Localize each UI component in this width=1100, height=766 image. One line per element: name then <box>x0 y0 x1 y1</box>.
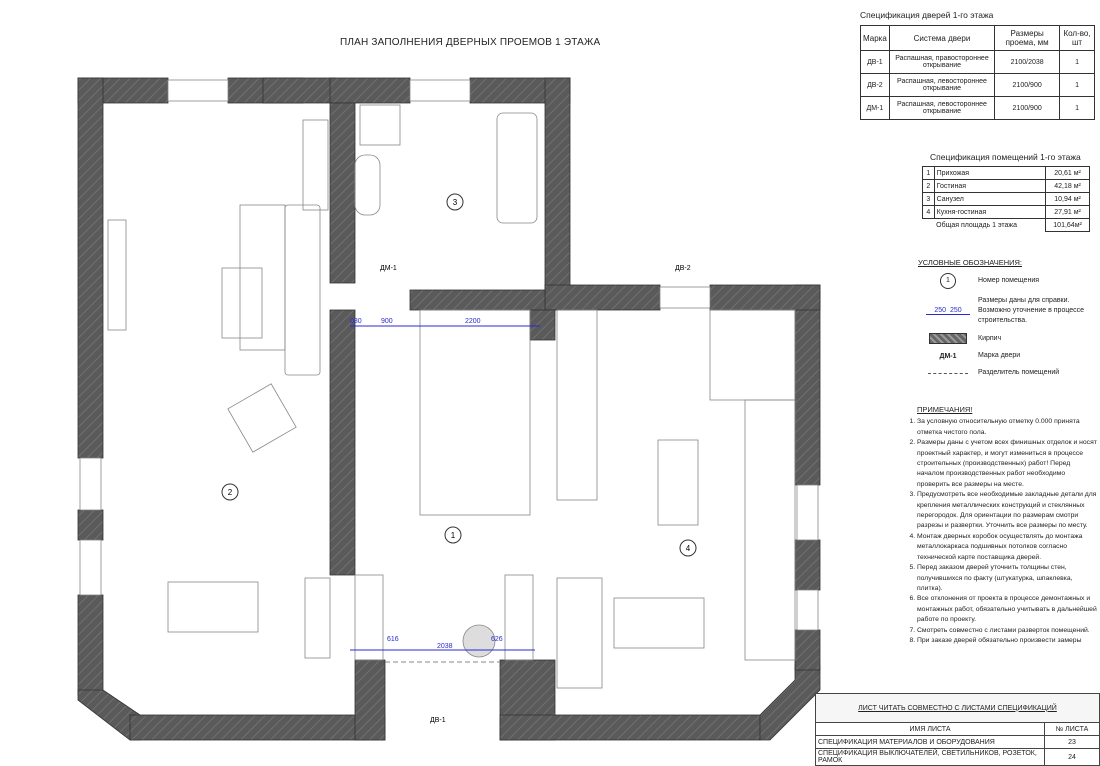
door-spec-caption: Спецификация дверей 1-го этажа <box>860 10 994 20</box>
legend-room-number: Номер помещения <box>978 277 1040 284</box>
note-item: Перед заказом дверей уточнить толщины ст… <box>917 563 1097 594</box>
room-number-4: 4 <box>686 544 691 553</box>
col-size: Размеры проема, мм <box>994 25 1061 51</box>
room-number-3: 3 <box>453 198 458 207</box>
legend-divider: Разделитель помещений <box>978 369 1060 376</box>
cell: ДМ-1 <box>860 96 890 120</box>
cell: 4 <box>922 205 935 219</box>
cell: 3 <box>922 192 935 206</box>
note-item: За условную относительную отметку 0.000 … <box>917 417 1097 438</box>
door-mark-dm1: ДМ-1 <box>380 265 397 272</box>
col-system: Система двери <box>888 25 996 51</box>
room-number-circles <box>221 193 697 557</box>
legend-door-mark: Марка двери <box>978 352 1021 359</box>
dim-bottom-1: 616 <box>387 636 399 643</box>
notes-title: ПРИМЕЧАНИЯ! <box>917 405 973 414</box>
col-sheet-num: № ЛИСТА <box>1044 722 1100 736</box>
walls <box>77 77 821 741</box>
room-number-2: 2 <box>228 488 233 497</box>
cell: 27,91 м² <box>1045 205 1090 219</box>
door-spec-table: Марка Система двери Размеры проема, мм К… <box>860 25 1095 120</box>
cell: 20,61 м² <box>1045 166 1090 180</box>
room-number-symbol-icon: 1 <box>940 273 956 289</box>
cell: 1 <box>922 166 935 180</box>
table-row: СПЕЦИФИКАЦИЯ ВЫКЛЮЧАТЕЛЕЙ, СВЕТИЛЬНИКОВ,… <box>815 748 1100 766</box>
dim-top-2: 900 <box>381 318 393 325</box>
dim-top-3: 2200 <box>465 318 481 325</box>
legend-title: УСЛОВНЫЕ ОБОЗНАЧЕНИЯ: <box>918 258 1023 267</box>
dim-symbol-a: 250 <box>934 307 946 314</box>
dim-bottom-3: 626 <box>491 636 503 643</box>
door-mark-symbol: ДМ-1 <box>939 352 957 360</box>
cell: СПЕЦИФИКАЦИЯ ВЫКЛЮЧАТЕЛЕЙ, СВЕТИЛЬНИКОВ,… <box>815 748 1045 766</box>
legend: УСЛОВНЫЕ ОБОЗНАЧЕНИЯ: 1 Номер помещения … <box>918 258 1098 385</box>
cell: 24 <box>1044 748 1100 766</box>
cell: Распашная, левостороннее открывание <box>888 73 996 97</box>
note-item: Размеры даны с учетом всех финишных отде… <box>917 438 1097 490</box>
floor-plan: 3 2 1 4 ДМ-1 ДВ-2 ДВ-1 080 900 2200 616 … <box>77 77 821 741</box>
cell: Кухня-гостиная <box>933 205 1047 219</box>
total-value: 101,64м² <box>1045 218 1090 232</box>
sheets-header: ЛИСТ ЧИТАТЬ СОВМЕСТНО С ЛИСТАМИ СПЕЦИФИК… <box>815 693 1100 723</box>
cell: Прихожая <box>933 166 1047 180</box>
cell: Санузел <box>933 192 1047 206</box>
cell: Распашная, правостороннее открывание <box>888 50 996 74</box>
cell: 2 <box>922 179 935 193</box>
cell: 10,94 м² <box>1045 192 1090 206</box>
cell: 2100/900 <box>994 96 1061 120</box>
windows <box>79 79 819 631</box>
col-mark: Марка <box>860 25 890 51</box>
note-item: При заказе дверей обязательно произвести… <box>917 636 1097 646</box>
furniture <box>107 104 796 689</box>
note-item: Предусмотреть все необходимые закладные … <box>917 490 1097 532</box>
dim-top-1: 080 <box>350 318 362 325</box>
dimension-symbol-icon: 250 250 <box>926 307 970 315</box>
notes: ПРИМЕЧАНИЯ! За условную относительную от… <box>905 405 1097 646</box>
cell: 1 <box>1059 50 1095 74</box>
cell: ДВ-2 <box>860 73 890 97</box>
cell: ДВ-1 <box>860 50 890 74</box>
cell: СПЕЦИФИКАЦИЯ МАТЕРИАЛОВ И ОБОРУДОВАНИЯ <box>815 735 1045 749</box>
dim-bottom-2: 2038 <box>437 643 453 650</box>
legend-dimensions: Размеры даны для справки. Возможно уточн… <box>978 297 1085 324</box>
room-spec-caption: Спецификация помещений 1-го этажа <box>930 152 1081 162</box>
brick-hatch-icon <box>929 333 967 344</box>
door-mark-dv2: ДВ-2 <box>675 265 691 272</box>
cell: 1 <box>1059 96 1095 120</box>
note-item: Все отклонения от проекта в процессе дем… <box>917 594 1097 625</box>
sheets-table: ЛИСТ ЧИТАТЬ СОВМЕСТНО С ЛИСТАМИ СПЕЦИФИК… <box>815 693 1100 766</box>
cell: 42,18 м² <box>1045 179 1090 193</box>
dim-symbol-b: 250 <box>950 307 962 314</box>
note-item: Монтаж дверных коробок осуществлять до м… <box>917 532 1097 563</box>
cell: Гостиная <box>933 179 1047 193</box>
divider-dashed-icon <box>928 372 968 374</box>
door-mark-dv1: ДВ-1 <box>430 717 446 724</box>
total-row: Общая площадь 1 этажа 101,64м² <box>923 218 1090 232</box>
cell: 2100/2038 <box>994 50 1061 74</box>
cell: 1 <box>1059 73 1095 97</box>
total-label: Общая площадь 1 этажа <box>936 221 1017 229</box>
dimension-lines <box>350 325 540 651</box>
plan-title: ПЛАН ЗАПОЛНЕНИЯ ДВЕРНЫХ ПРОЕМОВ 1 ЭТАЖА <box>340 37 601 48</box>
room-number-1: 1 <box>451 531 456 540</box>
cell: 23 <box>1044 735 1100 749</box>
col-qty: Кол-во, шт <box>1059 25 1095 51</box>
cell: 2100/900 <box>994 73 1061 97</box>
legend-brick: Кирпич <box>978 334 1002 342</box>
note-item: Смотреть совместно с листами разверток п… <box>917 626 1097 636</box>
col-sheet-name: ИМЯ ЛИСТА <box>815 722 1045 736</box>
cell: Распашная, левостороннее открывание <box>888 96 996 120</box>
